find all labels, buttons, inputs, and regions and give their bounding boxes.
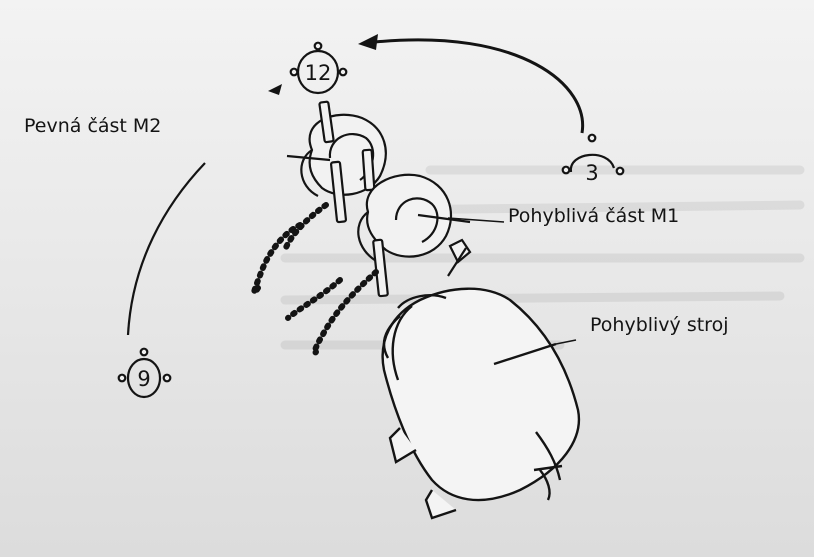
small-arrow-mark	[268, 84, 282, 95]
label-fixed-part: Pevná část M2	[24, 115, 161, 137]
label-moving-part: Pohyblivá část M1	[508, 205, 679, 227]
label-moving-machine: Pohyblivý stroj	[590, 314, 728, 336]
moving-machine-body	[383, 289, 579, 518]
dial-9-number: 9	[137, 367, 150, 391]
rotation-arrow	[358, 34, 583, 133]
dial-3-number: 3	[585, 161, 598, 185]
fixed-part-leader	[128, 163, 205, 335]
fixed-coupling-m2	[254, 101, 386, 292]
dial-12-number: 12	[305, 61, 332, 85]
